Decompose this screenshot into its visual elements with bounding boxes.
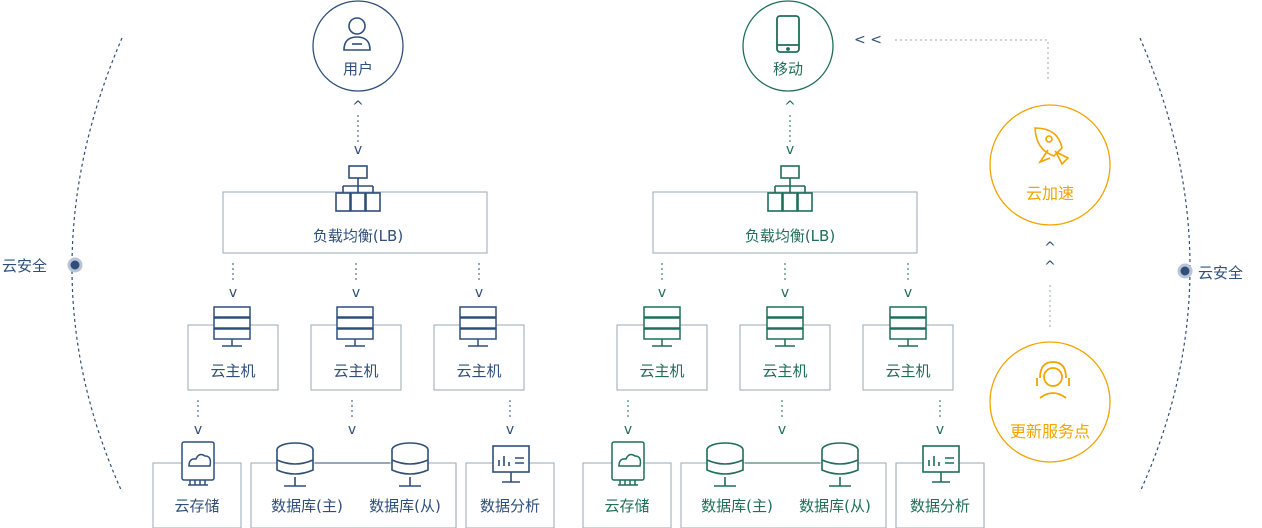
right-lb-label: 负载均衡(LB) [744,227,836,245]
security-right-label: 云安全 [1198,264,1244,282]
arrow-down-storage-left: v [193,422,203,438]
right-security-dot [1177,263,1193,279]
analysis-icon-left [492,445,530,483]
db-main-icon-left [276,442,314,487]
mobile-label: 移动 [772,60,804,78]
arrow-down-storage-right: v [623,422,633,438]
rocket-icon [1034,127,1070,166]
update-points-label: 更新服务点 [1009,422,1091,441]
right-analysis-box [895,462,985,528]
left-analysis-box [465,462,555,528]
arrow-up-mobile: ^ [784,99,796,115]
left-user-circle [312,0,404,92]
db-main-icon-right [706,442,744,487]
accelerate-circle [989,104,1111,226]
user-label: 用户 [342,60,374,78]
arrow-left-to-mobile: < < [854,32,882,48]
arrow-up-user: ^ [352,99,364,115]
accelerate-link [895,39,1049,80]
right-host-label-1: 云主机 [639,362,685,380]
left-host-label-3: 云主机 [456,362,502,380]
left-db-main-label: 数据库(主) [271,497,343,515]
arrow-down-analysis-left: v [505,422,515,438]
storage-icon-right [611,441,645,486]
arrow-down-host-left-2: v [351,285,361,301]
right-host-label-3: 云主机 [885,362,931,380]
left-host-label-2: 云主机 [333,362,379,380]
arrow-down-host-left-1: v [228,285,238,301]
left-lb-label: 负载均衡(LB) [312,227,404,245]
left-storage-label: 云存储 [174,497,220,515]
right-db-slave-label: 数据库(从) [799,497,871,515]
server-icon-left-2 [336,306,374,347]
user-icon [343,17,371,51]
arrow-down-db-left: v [347,422,357,438]
server-icon-left-1 [213,306,251,347]
mobile-phone-icon [776,15,800,53]
arrow-down-lb-left: v [353,142,363,158]
right-mobile-circle [742,0,834,92]
arrow-up-accelerate-2: ^ [1044,259,1056,275]
server-icon-right-2 [766,306,804,347]
left-db-box [250,462,457,528]
arrow-down-host-right-2: v [780,285,790,301]
lb-icon-right [767,165,813,212]
right-host-box-1 [616,324,708,391]
left-analysis-label: 数据分析 [479,497,541,515]
customer-service-icon [1036,361,1070,399]
analysis-icon-right [922,445,960,483]
db-slave-icon-left [391,442,429,487]
arrow-down-host-right-3: v [903,285,913,301]
right-storage-label: 云存储 [604,497,650,515]
update-points-circle [989,341,1111,463]
arrow-up-accelerate-1: ^ [1044,240,1056,256]
storage-icon-left [181,441,215,486]
left-security-dot [67,257,83,273]
right-db-main-label: 数据库(主) [701,497,773,515]
right-analysis-label: 数据分析 [909,497,971,515]
arrow-down-db-right: v [777,422,787,438]
arrow-down-host-right-1: v [657,285,667,301]
server-icon-right-3 [889,306,927,347]
left-host-label-1: 云主机 [210,362,256,380]
right-host-label-2: 云主机 [762,362,808,380]
server-icon-right-1 [643,306,681,347]
right-db-box [680,462,887,528]
arrow-down-lb-right: v [785,142,795,158]
arrow-down-analysis-right: v [935,422,945,438]
server-icon-left-3 [459,306,497,347]
lb-icon-left [335,165,381,212]
db-slave-icon-right [821,442,859,487]
left-db-slave-label: 数据库(从) [369,497,441,515]
arrow-down-host-left-3: v [474,285,484,301]
security-left-label: 云安全 [2,257,48,275]
accelerate-label: 云加速 [1025,184,1075,203]
